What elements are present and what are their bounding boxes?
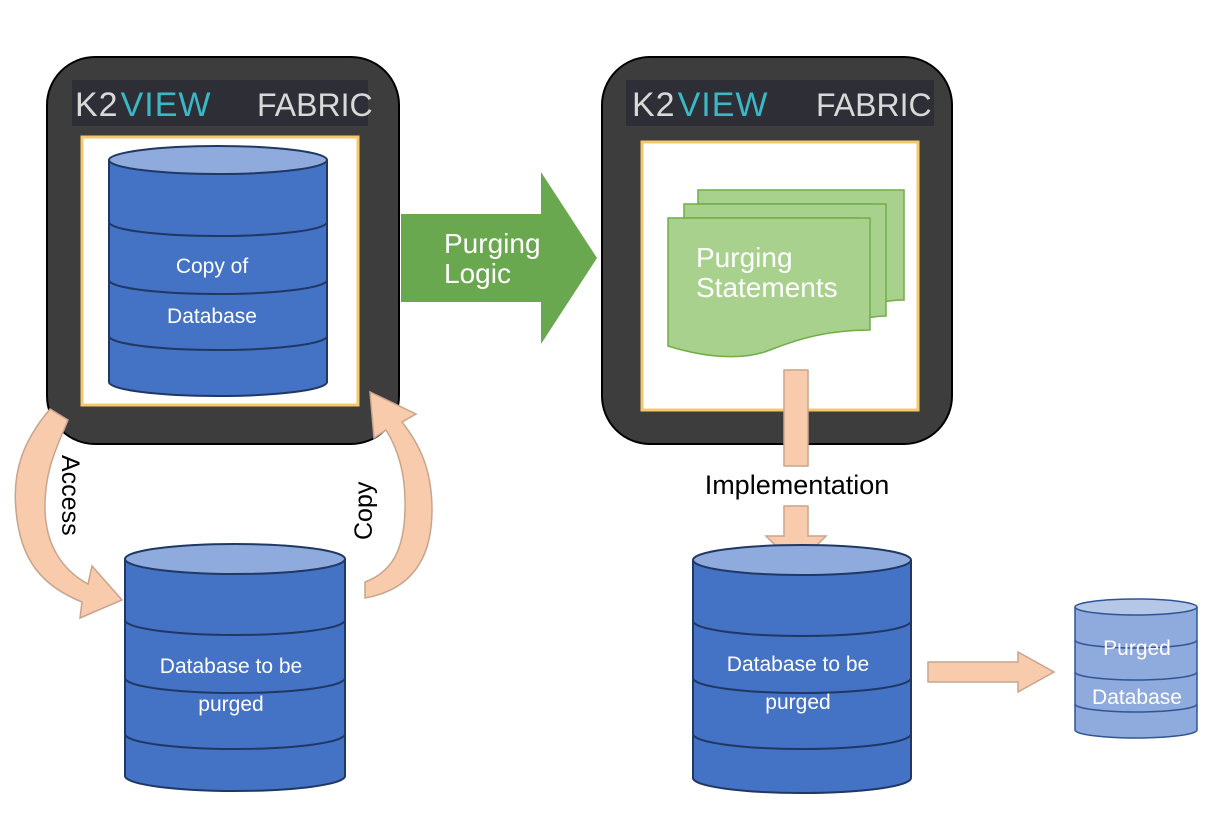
left-brand-header [72,80,368,126]
copy-database-label-2: Database [167,305,257,328]
copy-arrow: Copy [350,390,433,599]
right-fabric-panel: K2VIEW FABRIC Purging Statements [601,56,953,445]
purged-database-cylinder: Purged Database [1074,598,1198,739]
target-database-label-2: purged [765,691,830,714]
purged-database-label-2: Database [1092,686,1182,709]
purging-logic-label-2: Logic [444,258,511,289]
copy-database-label-1: Copy of [176,255,249,278]
purging-logic-arrow: Purging Logic [401,172,597,344]
source-database-label-2: purged [198,693,263,716]
purging-statements-label-1: Purging [696,242,793,273]
purged-database-label-1: Purged [1103,637,1171,660]
right-brand-fabric: FABRIC [816,87,932,123]
target-database-cylinder: Database to be purged [692,544,912,794]
purging-statements-label-2: Statements [696,272,838,303]
left-fabric-panel: K2VIEW FABRIC Copy of Database [46,56,400,445]
access-arrow: Access [14,408,124,620]
result-arrow [927,650,1056,694]
left-brand-fabric: FABRIC [257,87,373,123]
source-database-label-1: Database to be [160,655,302,678]
implementation-label: Implementation [705,470,890,500]
copy-label: Copy [350,481,378,540]
purging-statements-document: Purging Statements [667,189,905,358]
copy-database-cylinder: Copy of Database [108,145,328,397]
right-brand-header [626,80,934,126]
target-database-label-1: Database to be [727,653,869,676]
right-brand-logo: K2VIEW [632,86,769,124]
access-label: Access [56,455,84,536]
purging-logic-label-1: Purging [444,228,541,259]
left-brand-logo: K2VIEW [75,86,212,124]
source-database-cylinder: Database to be purged [124,543,346,792]
